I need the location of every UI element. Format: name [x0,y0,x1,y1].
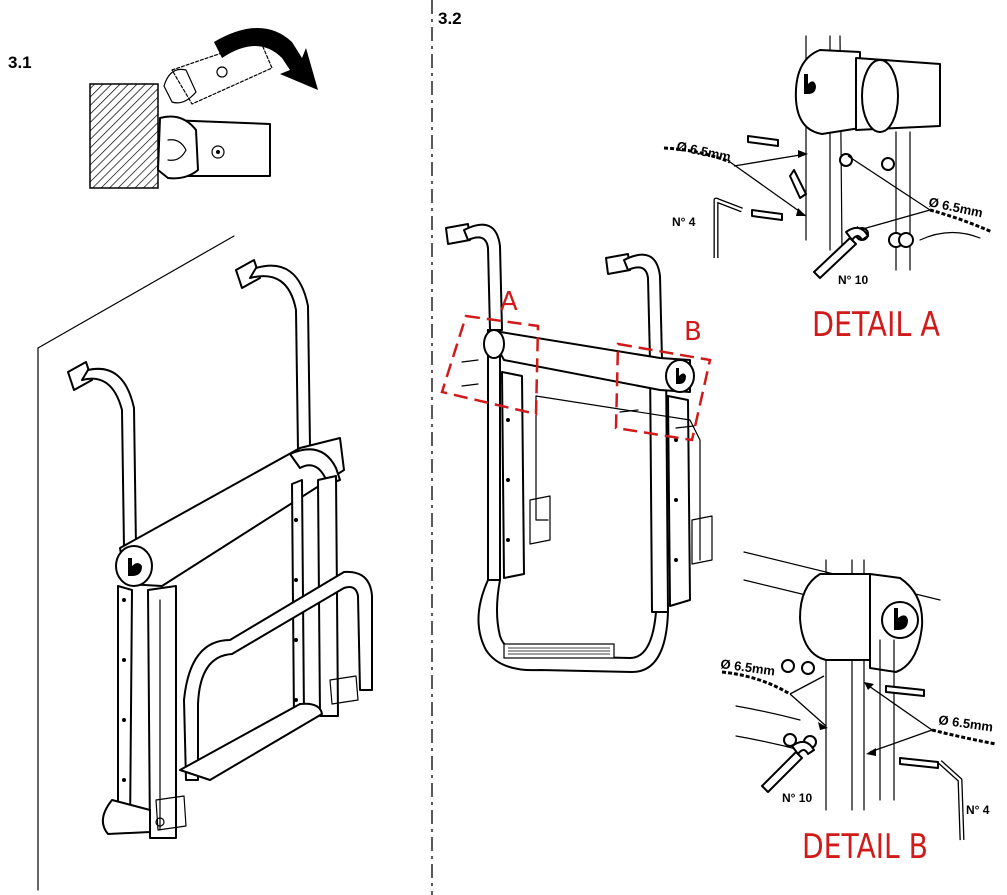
brand-logo-icon [804,74,816,94]
wall-section [89,83,159,189]
drill-bit-icon [721,670,997,756]
callout-label-b: B [684,317,702,347]
callout-box-b [614,342,712,442]
wrench-icon [761,740,815,793]
rotate-arrow-icon [214,28,318,90]
callout-box-a [440,314,540,416]
hex-key-icon [713,197,743,258]
detail-b-title: DETAIL B [802,827,928,867]
detail-b-illustration [721,551,997,841]
detail-b-hex-key: N° 4 [966,803,990,817]
detail-a-title: DETAIL A [812,305,940,345]
step-3-2-label: 3.2 [438,9,462,28]
drill-bit-icon [663,146,993,236]
detail-a-illustration [663,35,993,279]
step-3-1-label: 3.1 [8,53,32,72]
detail-b-wrench: N° 10 [782,791,812,805]
detail-b-drill-right: Ø 6.5mm [938,712,994,734]
hex-key-icon [938,760,965,841]
detail-a-wrench: N° 10 [838,273,868,287]
wrench-icon [813,226,869,279]
callout-label-a: A [500,287,518,317]
detail-a-hex-key: N° 4 [672,215,696,229]
ladder-folded [67,259,373,839]
step-3-1-inset [89,28,318,189]
detail-a-drill-left: Ø 6.5mm [675,138,732,164]
wall-outline [37,235,235,891]
ladder-drilling-view [445,223,713,673]
